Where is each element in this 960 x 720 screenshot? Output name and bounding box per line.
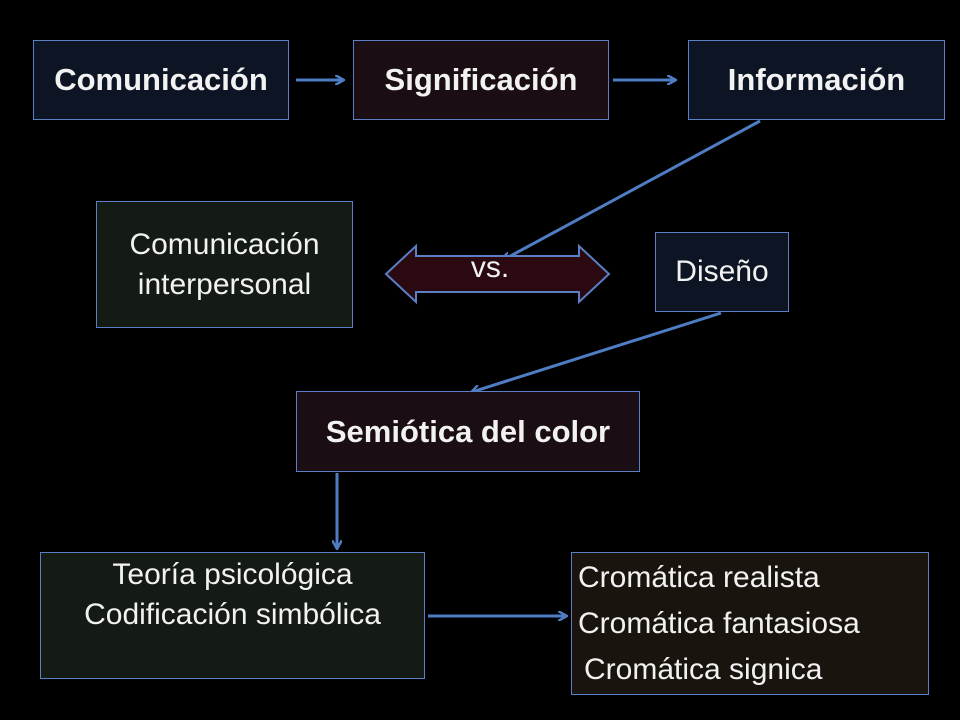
- node-significacion-label: Significación: [384, 62, 578, 97]
- node-teoria-codificacion: Teoría psicológica Codificación simbólic…: [40, 552, 425, 679]
- node-comunicacion-interpersonal: Comunicación interpersonal: [96, 201, 353, 328]
- node-semiotica-label: Semiótica del color: [325, 413, 611, 449]
- node-comunicacion: Comunicación: [33, 40, 289, 120]
- arrow-informacion-to-vs: [503, 119, 761, 260]
- vs-double-arrow: [384, 243, 611, 305]
- node-informacion-label: Información: [727, 62, 906, 97]
- arrow-diseno-to-semiotica: [472, 311, 722, 392]
- node-interpersonal-line-1: Comunicación: [129, 227, 320, 261]
- node-cromatica-line-2: Cromática fantasiosa: [578, 607, 860, 640]
- node-significacion: Significación: [353, 40, 609, 120]
- node-cromatica-line-3: Cromática signica: [584, 653, 823, 686]
- node-comunicacion-label: Comunicación: [54, 62, 268, 97]
- node-cromatica: Cromática realista Cromática fantasiosa …: [571, 552, 929, 695]
- node-teoria-line-2: Codificación simbólica: [84, 598, 381, 631]
- node-cromatica-line-1: Cromática realista: [578, 561, 820, 594]
- node-semiotica-del-color: Semiótica del color: [296, 391, 640, 472]
- node-informacion: Información: [688, 40, 945, 120]
- vs-label: vs.: [470, 251, 510, 284]
- node-diseno: Diseño: [655, 232, 789, 312]
- node-teoria-line-1: Teoría psicológica: [112, 558, 353, 591]
- node-diseno-label: Diseño: [675, 255, 769, 288]
- node-interpersonal-line-2: interpersonal: [137, 267, 312, 301]
